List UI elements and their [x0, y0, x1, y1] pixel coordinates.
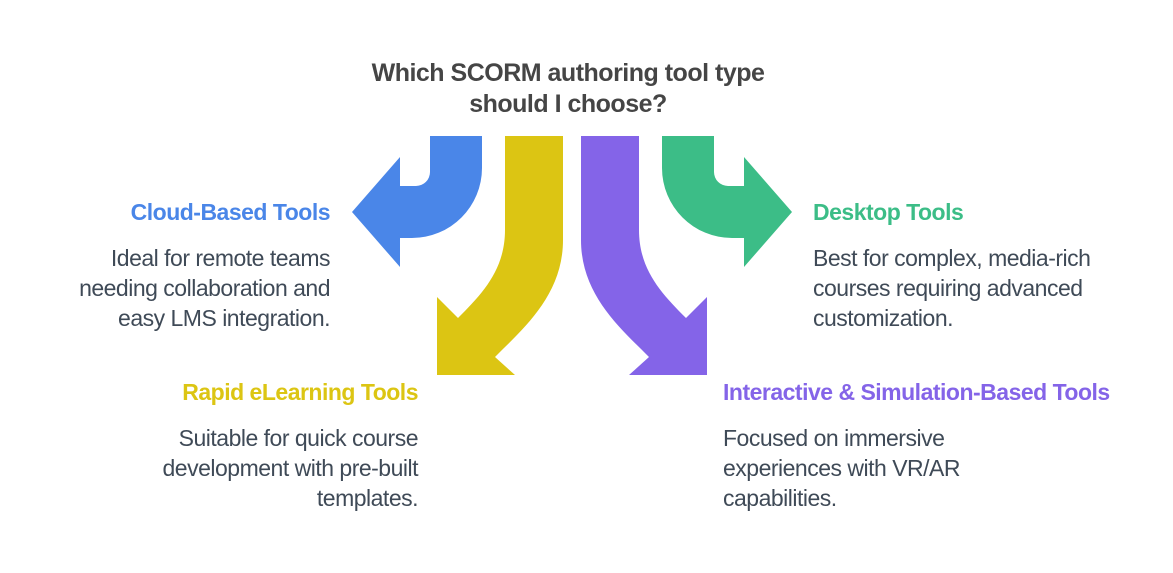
section-heading-desktop: Desktop Tools — [813, 199, 964, 225]
section-desktop-tools: Desktop Tools Best for complex, media-ri… — [813, 198, 1173, 331]
section-heading-interactive-simulation: Interactive & Simulation-Based Tools — [723, 379, 1110, 405]
section-cloud-based-tools: Cloud-Based Tools Ideal for remote teams… — [0, 198, 331, 331]
section-interactive-simulation-tools: Interactive & Simulation-Based Tools Foc… — [723, 378, 1173, 511]
curved-arrow-right-icon — [662, 136, 792, 267]
section-body-cloud-based: Ideal for remote teams needing collabora… — [79, 245, 330, 331]
section-heading-rapid-elearning: Rapid eLearning Tools — [182, 379, 418, 405]
section-rapid-elearning-tools: Rapid eLearning Tools Suitable for quick… — [0, 378, 419, 511]
section-body-desktop: Best for complex, media-rich courses req… — [813, 245, 1091, 331]
section-body-rapid-elearning: Suitable for quick course development wi… — [162, 425, 419, 511]
curved-arrow-down-right-icon — [581, 136, 707, 375]
section-body-interactive-simulation: Focused on immersive experiences with VR… — [723, 425, 961, 511]
page-title: Which SCORM authoring tool type should I… — [371, 59, 765, 118]
curved-arrow-down-left-icon — [437, 136, 563, 375]
curved-arrow-left-icon — [352, 136, 482, 267]
section-heading-cloud-based: Cloud-Based Tools — [130, 199, 331, 225]
